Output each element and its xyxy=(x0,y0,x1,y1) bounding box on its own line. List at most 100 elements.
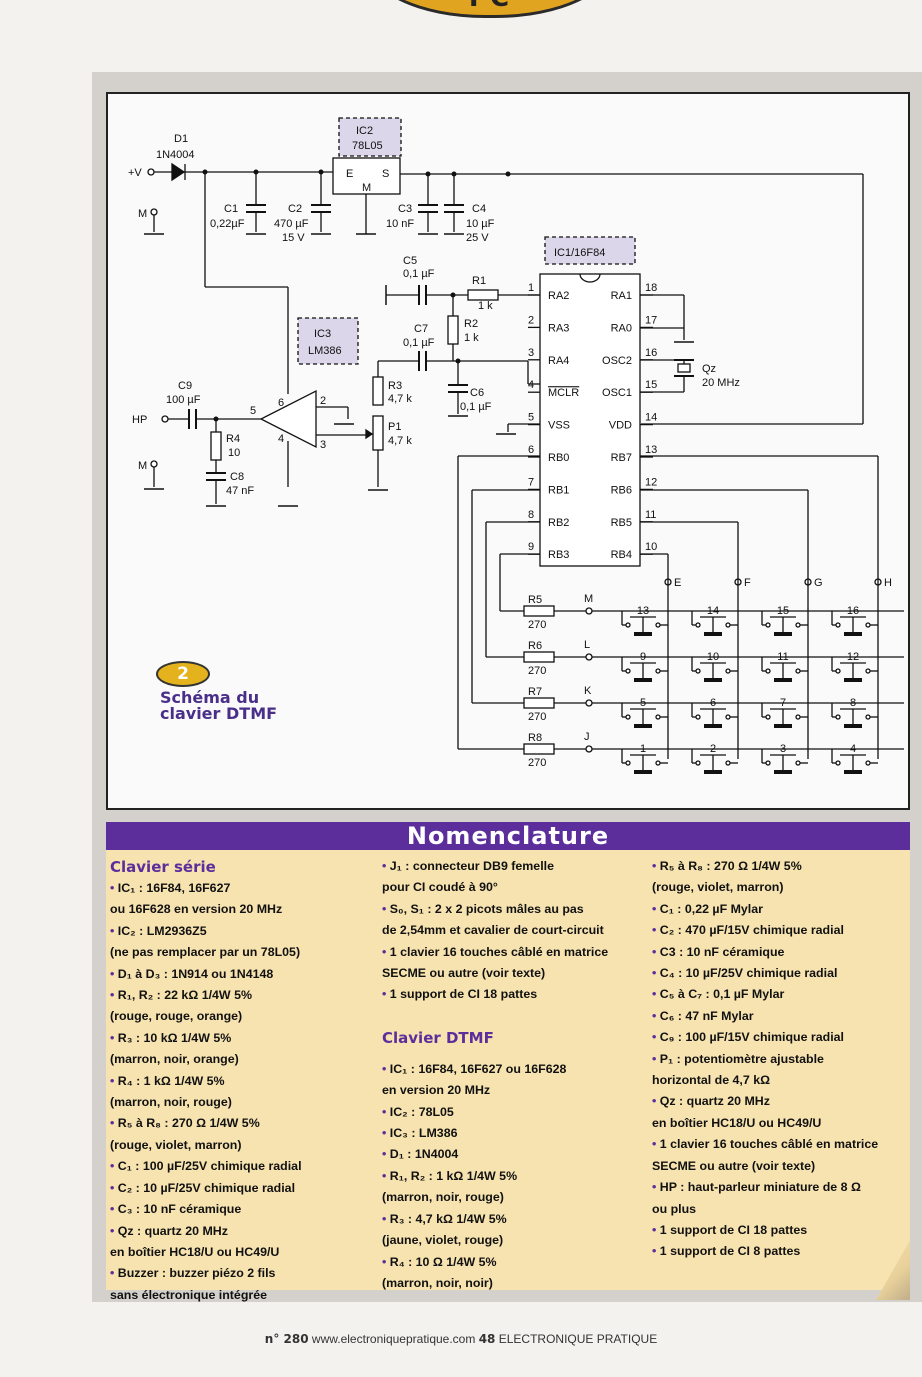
p1-label: P1 xyxy=(388,421,401,433)
amp-pin-3: 3 xyxy=(320,439,326,451)
row-resistor xyxy=(523,743,555,755)
ic1-pinnum-right: 12 xyxy=(645,476,657,488)
row-terminal xyxy=(585,653,593,661)
col1-item: • Qz : quartz 20 MHz xyxy=(110,1223,228,1238)
p1-value: 4,7 k xyxy=(388,435,412,447)
row-resistor xyxy=(523,605,555,617)
row-resistor-value: 270 xyxy=(528,619,546,631)
col1-item: • R₁, R₂ : 22 kΩ 1/4W 5% xyxy=(110,988,252,1003)
row-label-j: J xyxy=(584,731,590,743)
row-terminal xyxy=(585,607,593,615)
section-tab-label: PC xyxy=(368,0,612,13)
ic1-pin-ra4: RA4 xyxy=(548,355,569,367)
keypad-key-label: 8 xyxy=(850,697,856,709)
caption-line-2: clavier DTMF xyxy=(160,704,278,723)
ic1-pin-ra1: RA1 xyxy=(611,290,632,302)
r2-label: R2 xyxy=(464,318,478,330)
c3-label: C3 xyxy=(398,203,412,215)
ic1-pinnum-right: 16 xyxy=(645,347,657,359)
row-resistor-label: R7 xyxy=(528,686,542,698)
col3-item: • C₉ : 100 µF/15V chimique radial xyxy=(652,1030,844,1045)
ic1-pinnum-left: 3 xyxy=(528,347,534,359)
c4-label: C4 xyxy=(472,203,486,215)
amp-pin-6: 6 xyxy=(278,397,284,409)
ic1-pin-rb2: RB2 xyxy=(548,517,569,529)
c1-label: C1 xyxy=(224,203,238,215)
page-number: 48 xyxy=(478,1332,496,1346)
ic1-pin-rb5: RB5 xyxy=(611,517,632,529)
ic1-pinnum-left: 5 xyxy=(528,412,534,424)
ic1-pin-osc1: OSC1 xyxy=(602,387,632,399)
col1-item: (marron, noir, rouge) xyxy=(110,1095,232,1110)
keypad-key-label: 11 xyxy=(777,651,788,663)
ic1-pin-rb1: RB1 xyxy=(548,484,569,496)
col3-item: • C₆ : 47 nF Mylar xyxy=(652,1008,754,1023)
col3-item: • HP : haut-parleur miniature de 8 Ω xyxy=(652,1180,861,1195)
col2a-item: • 1 clavier 16 touches câblé en matrice xyxy=(382,944,609,959)
ic1-pinnum-left: 8 xyxy=(528,509,534,521)
col1-item: • R₅ à R₈ : 270 Ω 1/4W 5% xyxy=(110,1116,260,1131)
col1-item: ou 16F628 en version 20 MHz xyxy=(110,902,283,917)
r2-value: 1 k xyxy=(464,332,479,344)
keypad-key-5 xyxy=(621,703,668,728)
keypad-key-label: 15 xyxy=(777,605,789,617)
ic1-pin-ra0: RA0 xyxy=(611,322,632,334)
col1-item: • R₃ : 10 kΩ 1/4W 5% xyxy=(110,1030,232,1045)
row-resistor-value: 270 xyxy=(528,757,546,769)
col1-item: (rouge, rouge, orange) xyxy=(110,1009,243,1024)
col3-item: • C₁ : 0,22 µF Mylar xyxy=(652,901,763,916)
section-tab: PC xyxy=(365,0,615,18)
hp-label: HP xyxy=(132,414,147,426)
col1-item: • C₁ : 100 µF/25V chimique radial xyxy=(110,1159,302,1174)
col2b-item: • IC₂ : 78L05 xyxy=(382,1104,454,1119)
ic1-pin-rb3: RB3 xyxy=(548,549,569,561)
keypad-key-10 xyxy=(691,657,738,682)
r1-label: R1 xyxy=(472,275,486,287)
c7-value: 0,1 µF xyxy=(403,337,435,349)
qz-value: 20 MHz xyxy=(702,377,740,389)
ground-m1-label: M xyxy=(138,208,147,220)
d1-label: D1 xyxy=(174,133,188,145)
c4-voltage: 25 V xyxy=(466,232,489,244)
ic1-pinnum-left: 9 xyxy=(528,541,534,553)
ic1-pinnum-left: 4 xyxy=(528,379,534,391)
ic1-pin-vss: VSS xyxy=(548,420,570,432)
col2b-item: en version 20 MHz xyxy=(382,1083,491,1098)
d1-part: 1N4004 xyxy=(156,149,195,161)
ic1-pinnum-left: 1 xyxy=(528,282,534,294)
col1-item: • C₃ : 10 nF céramique xyxy=(110,1202,242,1217)
row-terminal xyxy=(585,699,593,707)
col2a-item: SECME ou autre (voir texte) xyxy=(382,966,546,981)
amp-pin-2: 2 xyxy=(320,395,326,407)
col1-item: • IC₁ : 16F84, 16F627 xyxy=(110,881,231,895)
figure-number: 2 xyxy=(156,661,210,687)
ic1-pinnum-right: 18 xyxy=(645,282,657,294)
col3-item: • P₁ : potentiomètre ajustable xyxy=(652,1051,824,1066)
ic2-part: 78L05 xyxy=(352,140,383,152)
keypad-key-label: 5 xyxy=(640,697,646,709)
col2b-item: (marron, noir, rouge) xyxy=(382,1190,504,1205)
row-resistor-label: R6 xyxy=(528,640,542,652)
col2a-item: • J₁ : connecteur DB9 femelle xyxy=(382,859,554,873)
c4-value: 10 µF xyxy=(466,218,495,230)
col2b-item: (jaune, violet, rouge) xyxy=(382,1233,504,1248)
keypad-key-3 xyxy=(761,749,808,774)
caption-line-1: Schéma du xyxy=(160,688,260,707)
col1-item: (rouge, violet, marron) xyxy=(110,1137,242,1152)
ic1-pinnum-right: 11 xyxy=(645,509,656,521)
ic1-pin-rb0: RB0 xyxy=(548,452,569,464)
column-label-e: E xyxy=(674,577,681,589)
keypad-key-7 xyxy=(761,703,808,728)
keypad-key-label: 14 xyxy=(707,605,719,617)
c8-label: C8 xyxy=(230,471,244,483)
footer-url: www.electroniquepratique.com xyxy=(311,1332,476,1346)
col2a-item: • S₀, S₁ : 2 x 2 picots mâles au pas xyxy=(382,901,584,916)
ic1-pinnum-left: 2 xyxy=(528,314,534,326)
ic3-label: IC3 xyxy=(314,328,331,340)
c6-value: 0,1 µF xyxy=(460,401,492,413)
col3-item: • C₂ : 470 µF/15V chimique radial xyxy=(652,923,844,938)
